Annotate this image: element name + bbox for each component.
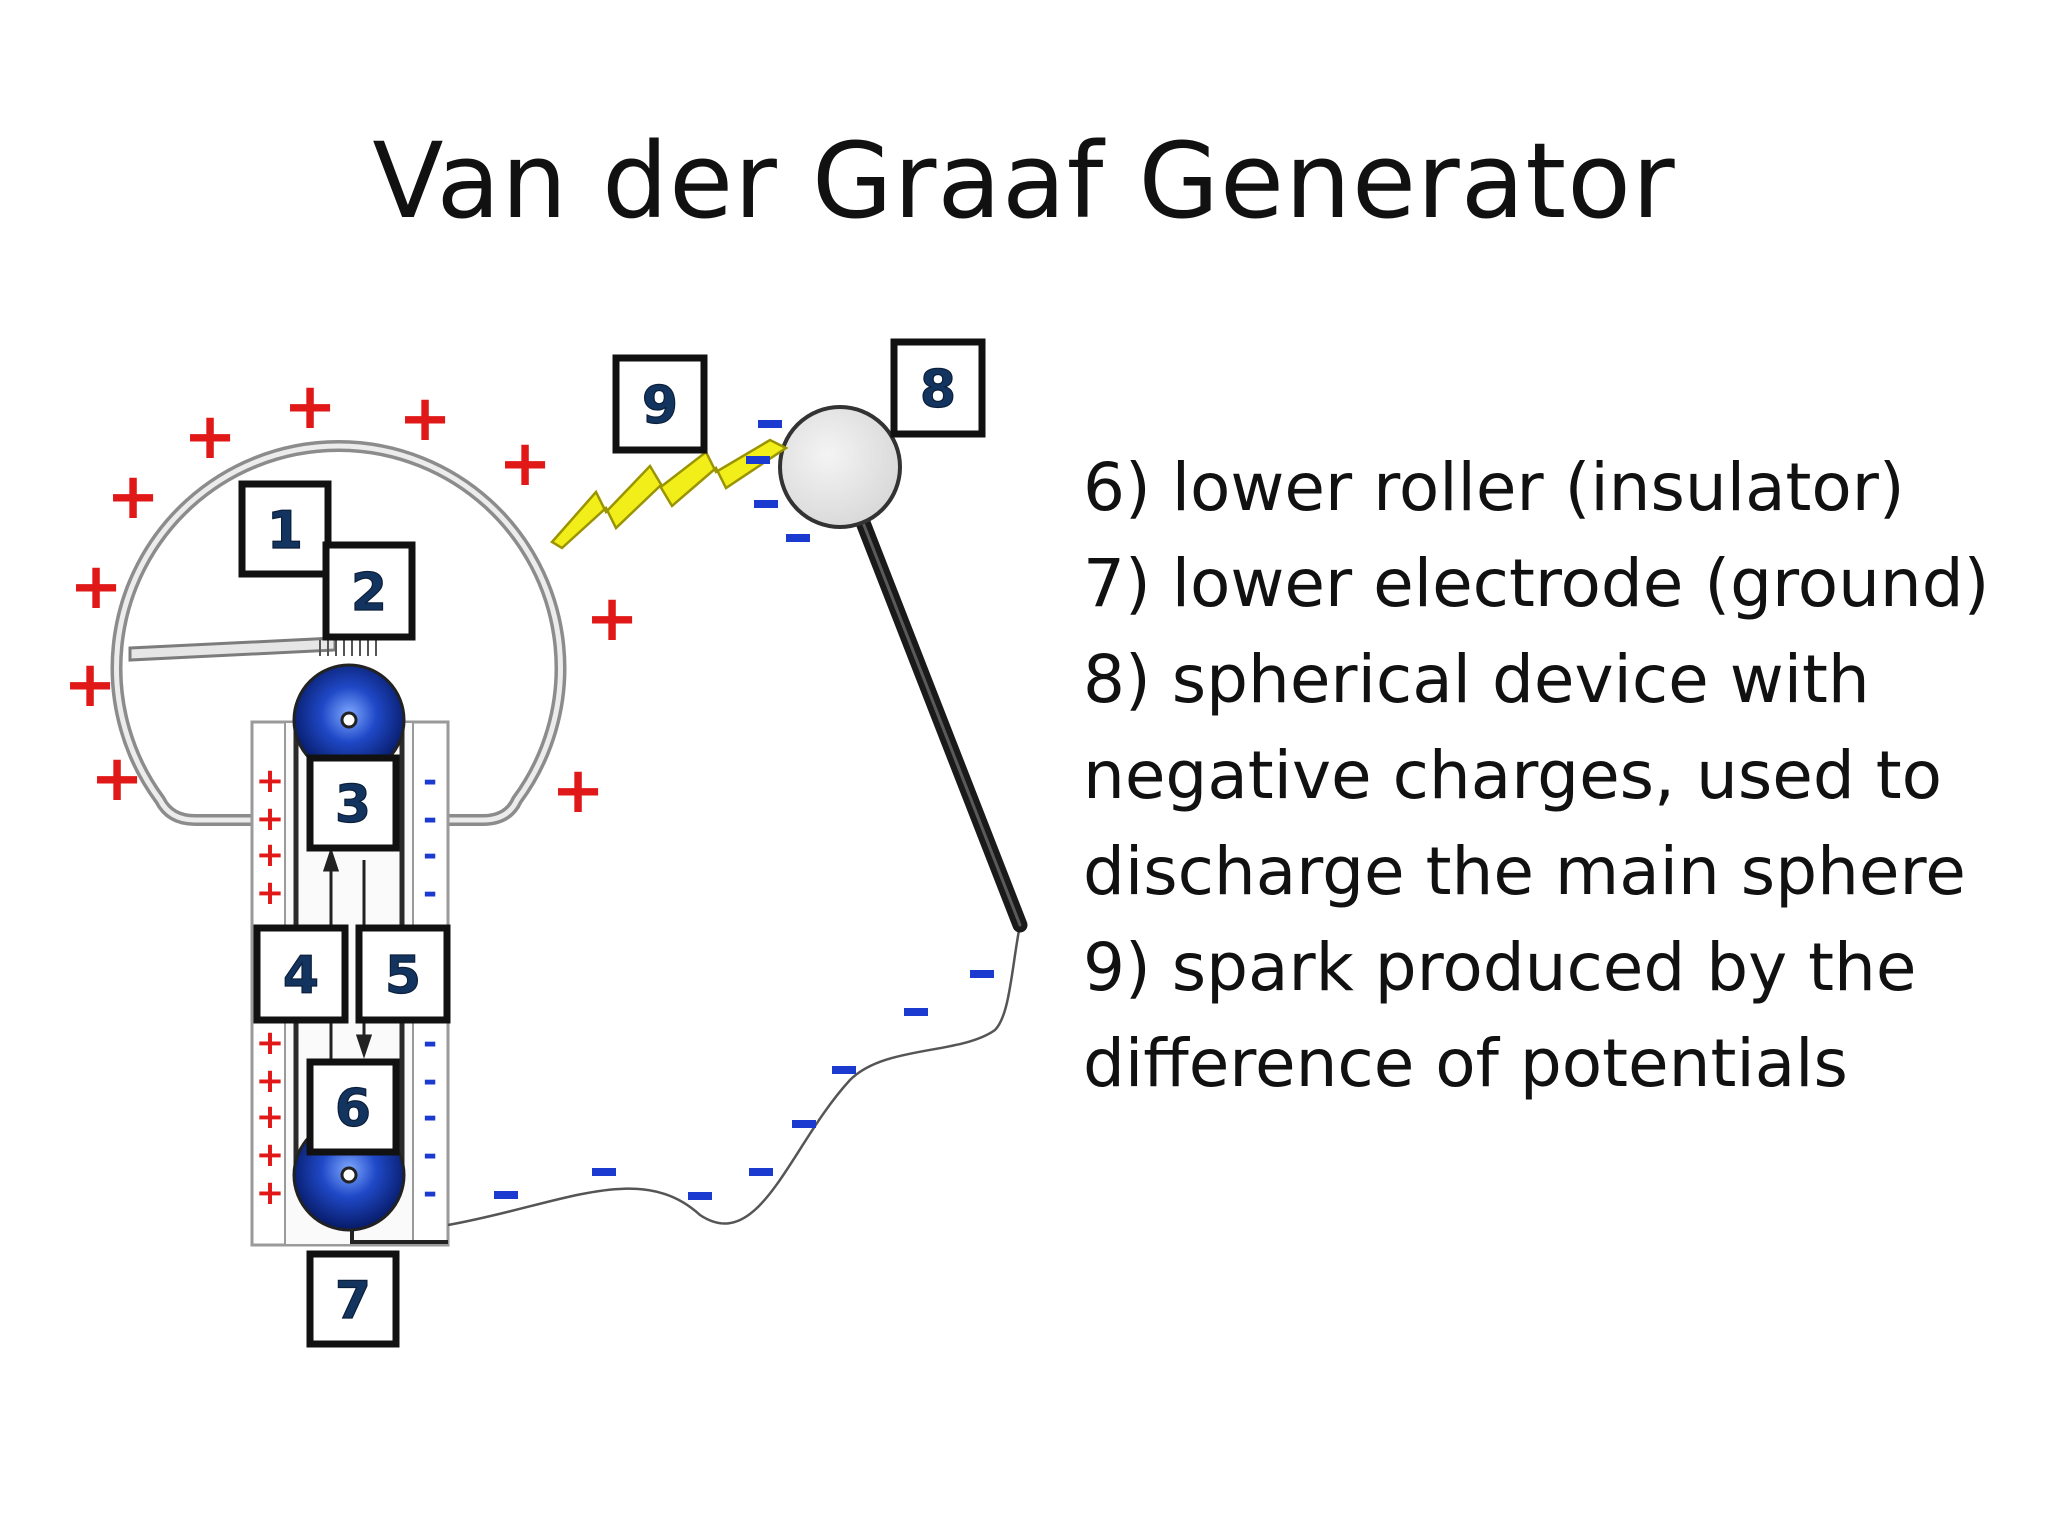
negative-charge: -: [423, 761, 437, 801]
negative-charge: [792, 1120, 816, 1128]
dome-positive-charges: + + + + + + + + + +: [63, 370, 639, 828]
positive-charge: +: [256, 1135, 285, 1175]
label-1: 1: [238, 480, 332, 578]
positive-charge: +: [256, 1023, 285, 1063]
negative-charge: [494, 1191, 518, 1199]
positive-charge: +: [551, 754, 605, 828]
positive-charge: +: [256, 799, 285, 839]
label-4-text: 4: [283, 946, 319, 1006]
negative-charge: [758, 420, 782, 428]
legend-line: difference of potentials: [1083, 1025, 1848, 1102]
negative-charge: -: [423, 1173, 437, 1213]
positive-charge: +: [256, 1173, 285, 1213]
positive-charge: +: [585, 582, 639, 656]
positive-charge: +: [498, 427, 552, 501]
negative-charge: -: [423, 1023, 437, 1063]
discharge-sphere: [778, 405, 902, 529]
positive-charge: +: [183, 400, 237, 474]
label-3-text: 3: [335, 775, 371, 835]
label-7: 7: [306, 1250, 400, 1348]
comb-teeth: [319, 640, 377, 656]
upper-roller: [292, 663, 406, 777]
negative-charge: [970, 970, 994, 978]
label-5-text: 5: [385, 946, 421, 1006]
negative-charge: [904, 1008, 928, 1016]
positive-charge: +: [63, 648, 117, 722]
spark: [550, 438, 789, 550]
positive-charge: +: [256, 835, 285, 875]
negative-charge: [754, 500, 778, 508]
negative-charge: [786, 534, 810, 542]
lower-electrode: [350, 1230, 448, 1244]
label-6: 6: [306, 1058, 400, 1156]
positive-charge: +: [69, 550, 123, 624]
part-labels: 12 3 4 5 6 7 8 9: [238, 338, 986, 1348]
label-3: 3: [306, 754, 400, 852]
label-2: 2: [322, 541, 416, 641]
label-6-text: 6: [335, 1079, 371, 1139]
positive-charge: +: [398, 382, 452, 456]
negative-charge: -: [423, 873, 437, 913]
legend-line: 8) spherical device with: [1083, 641, 1870, 718]
label-7-text: 7: [335, 1271, 371, 1331]
negative-charge: -: [423, 1097, 437, 1137]
label-2-text: 2: [351, 563, 387, 623]
negative-charge: [688, 1192, 712, 1200]
negative-charge: -: [423, 799, 437, 839]
positive-charge: +: [256, 873, 285, 913]
slide-title: Van der Graaf Generator: [372, 120, 1676, 242]
positive-charge: +: [256, 1097, 285, 1137]
negative-charge: [832, 1066, 856, 1074]
positive-charge: +: [256, 761, 285, 801]
ground-wire: [447, 924, 1022, 1227]
wire-negative-charges: [494, 420, 994, 1200]
legend: 6) lower roller (insulator) 7) lower ele…: [1083, 440, 2023, 1112]
positive-charge: +: [90, 742, 144, 816]
negative-charge: [746, 456, 770, 464]
upper-comb: [128, 636, 337, 662]
label-5: 5: [355, 924, 451, 1024]
negative-charge: [749, 1168, 773, 1176]
legend-line: 7) lower electrode (ground): [1083, 545, 1990, 622]
legend-line: negative charges, used to: [1083, 737, 1942, 814]
negative-charge: -: [423, 835, 437, 875]
label-8-text: 8: [920, 360, 956, 420]
label-4: 4: [253, 924, 349, 1024]
label-8: 8: [890, 338, 986, 438]
belt-positive-charges: +++++++++: [256, 761, 285, 1213]
legend-line: discharge the main sphere: [1083, 833, 1966, 910]
label-9-text: 9: [642, 376, 678, 436]
negative-charge: [592, 1168, 616, 1176]
legend-line: 6) lower roller (insulator): [1083, 449, 1905, 526]
label-9: 9: [612, 354, 708, 454]
belt-negative-charges: ---------: [423, 761, 437, 1213]
legend-line: 9) spark produced by the: [1083, 929, 1917, 1006]
label-1-text: 1: [267, 501, 303, 561]
negative-charge: -: [423, 1061, 437, 1101]
negative-charge: -: [423, 1135, 437, 1175]
positive-charge: +: [256, 1061, 285, 1101]
positive-charge: +: [283, 370, 337, 444]
positive-charge: +: [106, 460, 160, 534]
